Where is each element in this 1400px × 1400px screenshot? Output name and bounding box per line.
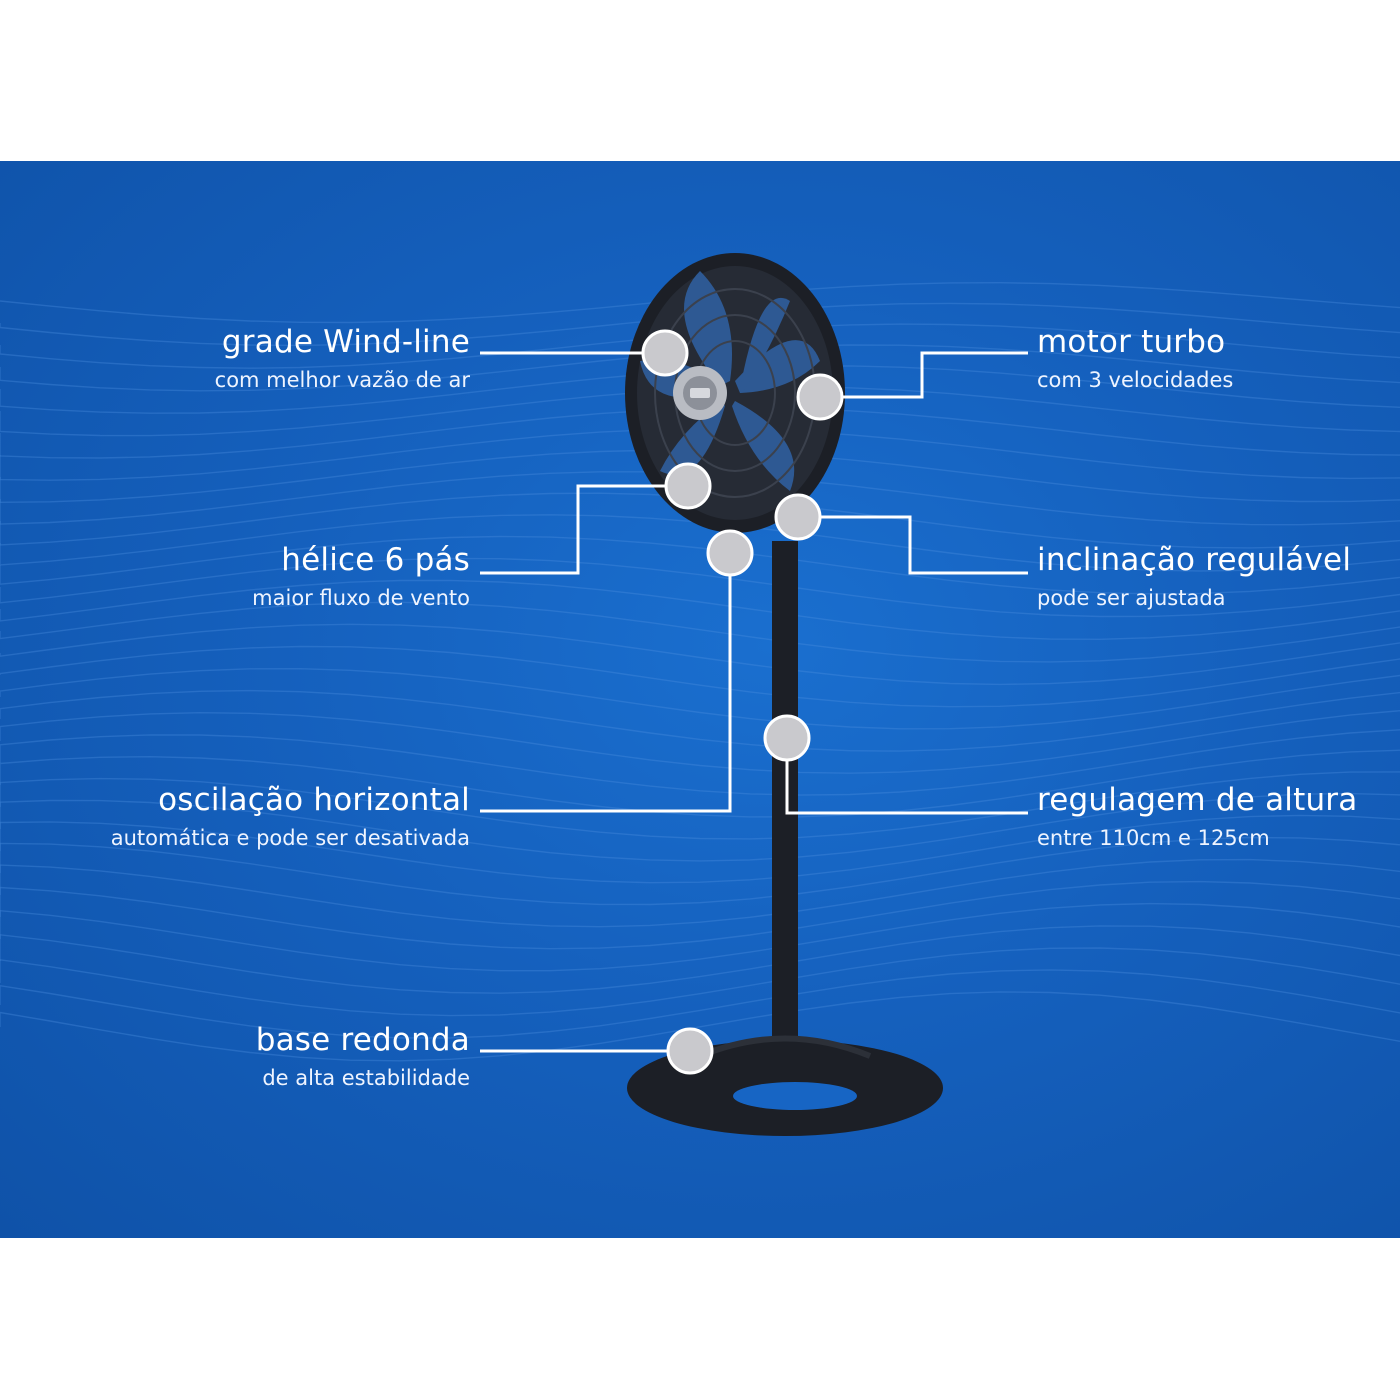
feature-subtitle: entre 110cm e 125cm <box>1037 826 1270 850</box>
wave-line <box>0 880 1400 950</box>
wave-line <box>0 645 1400 708</box>
wave-line <box>0 836 1400 906</box>
connector-lines <box>480 351 1028 1053</box>
wave-line <box>0 557 1400 618</box>
wave-line <box>0 969 1400 1039</box>
wave-lines <box>0 281 1400 1062</box>
wave-line <box>0 925 1400 994</box>
fan-head <box>625 253 845 533</box>
feature-title: motor turbo <box>1037 324 1226 360</box>
fan-base-hole <box>733 1082 857 1110</box>
feature-markers <box>641 329 844 1075</box>
feature-regulagem: regulagem de altura entre 110cm e 125cm <box>1037 782 1357 852</box>
wave-line <box>0 710 1400 774</box>
banner-background: grade Wind-line com melhor vazão de ar h… <box>0 161 1400 1238</box>
feature-title: grade Wind-line <box>221 324 470 360</box>
marker-base <box>666 1027 714 1075</box>
feature-subtitle: automática e pode ser desativada <box>110 826 470 850</box>
feature-title: base redonda <box>255 1022 470 1058</box>
marker-regulagem <box>763 714 811 762</box>
marker-helice <box>664 462 712 510</box>
feature-base: base redonda de alta estabilidade <box>256 1022 470 1092</box>
feature-title: inclinação regulável <box>1037 542 1352 578</box>
wave-line <box>0 792 1400 862</box>
feature-oscilacao: oscilação horizontal automática e pode s… <box>111 782 470 852</box>
feature-grade: grade Wind-line com melhor vazão de ar <box>215 324 470 394</box>
marker-motor <box>796 373 844 421</box>
wave-line <box>0 667 1400 730</box>
feature-title: hélice 6 pás <box>281 542 470 578</box>
wave-line <box>0 902 1400 972</box>
marker-grade <box>641 329 689 377</box>
fan-pole <box>772 541 798 1081</box>
wave-line <box>0 814 1400 884</box>
wave-line <box>0 514 1400 572</box>
marker-oscilacao <box>706 529 754 577</box>
wave-line <box>0 991 1400 1062</box>
feature-inclinacao: inclinação regulável pode ser ajustada <box>1037 542 1351 612</box>
fan-illustration <box>0 253 1400 1136</box>
wave-line <box>0 535 1400 595</box>
feature-subtitle: com 3 velocidades <box>1037 368 1234 392</box>
wave-line <box>0 947 1400 1017</box>
wave-line <box>0 623 1400 686</box>
marker-inclinacao <box>774 493 822 541</box>
wave-line <box>0 689 1400 752</box>
feature-motor: motor turbo com 3 velocidades <box>1037 324 1233 394</box>
feature-subtitle: de alta estabilidade <box>262 1066 470 1090</box>
feature-subtitle: maior fluxo de vento <box>252 586 470 610</box>
wave-line <box>0 729 1400 796</box>
feature-subtitle: pode ser ajustada <box>1037 586 1226 610</box>
feature-helice: hélice 6 pás maior fluxo de vento <box>252 542 470 612</box>
feature-title: oscilação horizontal <box>158 782 470 818</box>
feature-title: regulagem de altura <box>1037 782 1358 818</box>
wave-line <box>0 858 1400 928</box>
wave-line <box>0 749 1400 818</box>
wave-line <box>0 579 1400 641</box>
feature-subtitle: com melhor vazão de ar <box>214 368 470 392</box>
wave-line <box>0 771 1400 840</box>
wave-line <box>0 601 1400 663</box>
